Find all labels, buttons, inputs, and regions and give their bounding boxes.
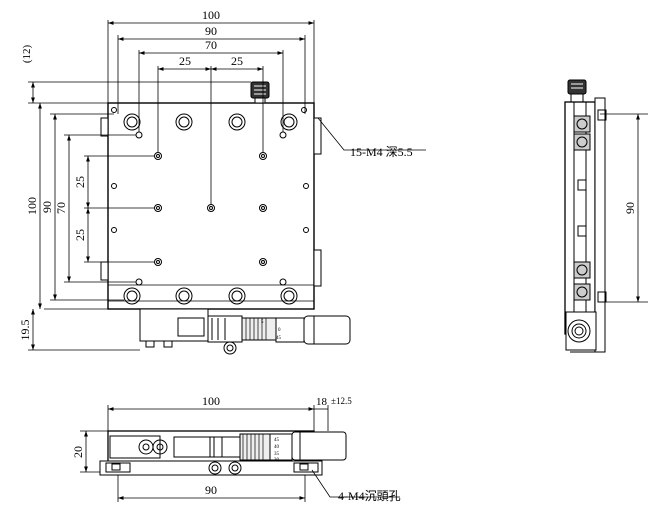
side-micrometer-end xyxy=(567,319,591,343)
dim-pitch-25-right: 25 xyxy=(231,54,243,68)
bottom-view xyxy=(99,430,347,476)
dim-height-100: 100 xyxy=(25,197,39,215)
side-view xyxy=(564,79,607,353)
bottom-dim-labels: 100 18 ±12.5 20 90 4-M4沉頭孔 45 40 35 30 xyxy=(71,394,401,503)
bottom-scale-45: 45 xyxy=(274,438,280,443)
dim-bottom-19-5: 19.5 xyxy=(18,320,32,341)
bottom-micrometer-knob xyxy=(291,431,347,461)
front-view xyxy=(100,81,351,355)
bottom-dim-width-100: 100 xyxy=(202,394,220,408)
dim-vpitch-25-bottom: 25 xyxy=(73,229,87,241)
bottom-scale-35: 35 xyxy=(274,452,280,457)
front-scale-45: 45 xyxy=(276,336,282,341)
dim-width-100: 100 xyxy=(202,8,220,22)
mount-holes xyxy=(123,113,298,305)
dim-width-90: 90 xyxy=(205,24,217,38)
side-dim-height-90: 90 xyxy=(623,202,637,214)
dim-height-70: 70 xyxy=(54,202,68,214)
side-dimensions xyxy=(600,113,648,303)
front-scale-5: 5 xyxy=(261,320,264,325)
dim-pitch-25-left: 25 xyxy=(179,54,191,68)
dim-vpitch-25-top: 25 xyxy=(73,176,87,188)
dim-height-90: 90 xyxy=(40,201,54,213)
bottom-dim-width-90: 90 xyxy=(205,483,217,497)
right-rail xyxy=(313,117,322,155)
bottom-dim-travel-18: 18 xyxy=(316,396,328,408)
hole-callout-leader xyxy=(317,117,426,151)
bottom-callout-leader xyxy=(311,469,400,498)
front-dimensions xyxy=(28,20,426,351)
bottom-dim-height-20: 20 xyxy=(71,446,85,458)
micrometer-thimble xyxy=(241,317,277,341)
dim-width-70: 70 xyxy=(205,38,217,52)
bottom-dimensions xyxy=(80,405,400,502)
left-rail-2 xyxy=(100,261,109,281)
hole-callout-bottom: 4-M4沉頭孔 xyxy=(338,489,401,503)
left-rail xyxy=(100,117,109,137)
micrometer-knob xyxy=(303,315,351,345)
hole-callout-front: 15-M4 深5.5 xyxy=(350,145,413,159)
front-scale-0: 0 xyxy=(278,328,281,333)
m4-holes xyxy=(111,107,309,286)
bottom-scale-40: 40 xyxy=(274,445,280,450)
bottom-scale-30: 30 xyxy=(274,458,280,463)
bottom-dim-travel-tol: ±12.5 xyxy=(331,396,352,406)
side-knob xyxy=(567,79,587,95)
right-rail-2 xyxy=(313,249,322,287)
front-dim-labels: 100 90 70 25 25 (12) 100 90 70 25 25 19.… xyxy=(18,8,413,341)
dim-top-12: (12) xyxy=(21,45,33,64)
